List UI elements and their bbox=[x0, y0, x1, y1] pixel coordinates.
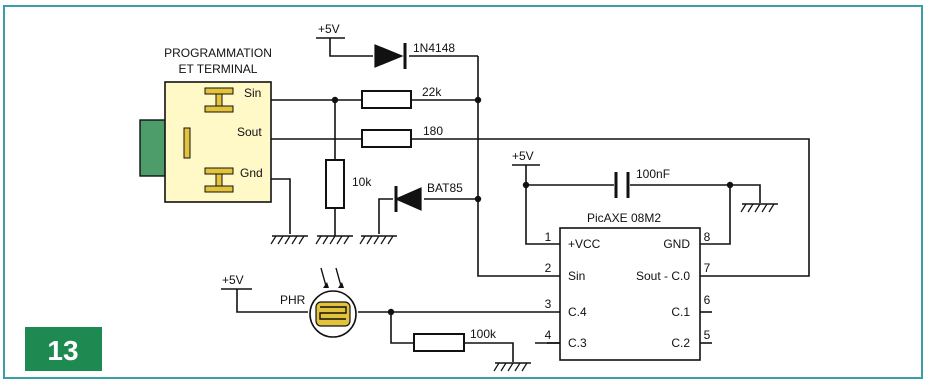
ic-pin-number: 1 bbox=[545, 230, 552, 244]
ic-pin-label: GND bbox=[663, 237, 690, 251]
resistor-180-label: 180 bbox=[423, 124, 443, 138]
supply-5v-top-label: +5V bbox=[318, 22, 340, 36]
pin-pad-sout bbox=[183, 127, 191, 159]
wires bbox=[236, 38, 810, 362]
photoresistor-label: PHR bbox=[280, 293, 306, 307]
pin-pad-gnd bbox=[204, 167, 234, 193]
ground-symbol bbox=[315, 235, 353, 245]
supply-5v-ic: +5V bbox=[512, 149, 540, 166]
junction-dots bbox=[331, 96, 734, 316]
ground-symbol bbox=[270, 235, 308, 245]
ic-body bbox=[559, 227, 701, 361]
ic-picaxe-08m2: PicAXE 08M2 1 2 3 4 +VCC Sin C.4 C.3 8 7… bbox=[535, 211, 711, 361]
capacitor-100nf-label: 100nF bbox=[636, 167, 670, 181]
ground-symbol bbox=[493, 362, 531, 372]
connector-pin-sout: Sout bbox=[237, 125, 262, 139]
ic-pin-number: 6 bbox=[704, 293, 711, 307]
pin-pad-sin bbox=[204, 87, 234, 113]
supply-5v-ldr: +5V bbox=[221, 273, 252, 290]
resistor-180: 180 bbox=[361, 124, 443, 148]
ic-pin-number: 8 bbox=[704, 230, 711, 244]
ic-pin-label: C.2 bbox=[671, 336, 690, 350]
diode-1n4148: 1N4148 bbox=[374, 41, 455, 69]
diode-bat85-label: BAT85 bbox=[427, 181, 463, 195]
connector-pin-sin: Sin bbox=[244, 86, 261, 100]
connector-title-line2: ET TERMINAL bbox=[179, 62, 258, 76]
ic-pin-label: C.4 bbox=[568, 305, 587, 319]
connector-pin-gnd: Gnd bbox=[240, 166, 263, 180]
connector-title-line1: PROGRAMMATION bbox=[164, 46, 272, 60]
supply-5v-ic-label: +5V bbox=[512, 149, 534, 163]
ic-name: PicAXE 08M2 bbox=[587, 211, 661, 225]
figure-number: 13 bbox=[47, 335, 78, 366]
ic-pin-number: 4 bbox=[545, 328, 552, 342]
resistor-10k-label: 10k bbox=[352, 175, 372, 189]
photoresistor: PHR bbox=[280, 267, 357, 338]
resistor-100k: 100k bbox=[413, 327, 497, 352]
ic-pin-label: +VCC bbox=[568, 237, 601, 251]
diode-1n4148-label: 1N4148 bbox=[413, 41, 455, 55]
capacitor-100nf: 100nF bbox=[614, 167, 670, 198]
ic-pin-number: 7 bbox=[704, 261, 711, 275]
connector-plug bbox=[139, 119, 167, 177]
figure-number-badge: 13 bbox=[23, 325, 104, 373]
ic-pin-label: C.3 bbox=[568, 336, 587, 350]
ic-pin-number: 2 bbox=[545, 261, 552, 275]
supply-5v-ldr-label: +5V bbox=[222, 273, 244, 287]
ic-pin-label: C.1 bbox=[671, 305, 690, 319]
figure-border bbox=[3, 5, 923, 379]
supply-5v-top: +5V bbox=[316, 22, 345, 39]
resistor-100k-label: 100k bbox=[470, 327, 497, 341]
resistor-22k: 22k bbox=[361, 85, 442, 109]
ic-pin-label: Sin bbox=[568, 269, 585, 283]
ic-pin-label: Sout - C.0 bbox=[636, 269, 690, 283]
ground-symbol bbox=[740, 203, 778, 213]
resistor-22k-label: 22k bbox=[422, 85, 442, 99]
resistor-10k: 10k bbox=[325, 159, 372, 209]
figure-badge-box bbox=[23, 325, 104, 373]
ic-pin-number: 5 bbox=[704, 328, 711, 342]
diode-bat85: BAT85 bbox=[394, 181, 463, 212]
ic-pin-number: 3 bbox=[545, 297, 552, 311]
ground-symbol bbox=[359, 235, 397, 245]
